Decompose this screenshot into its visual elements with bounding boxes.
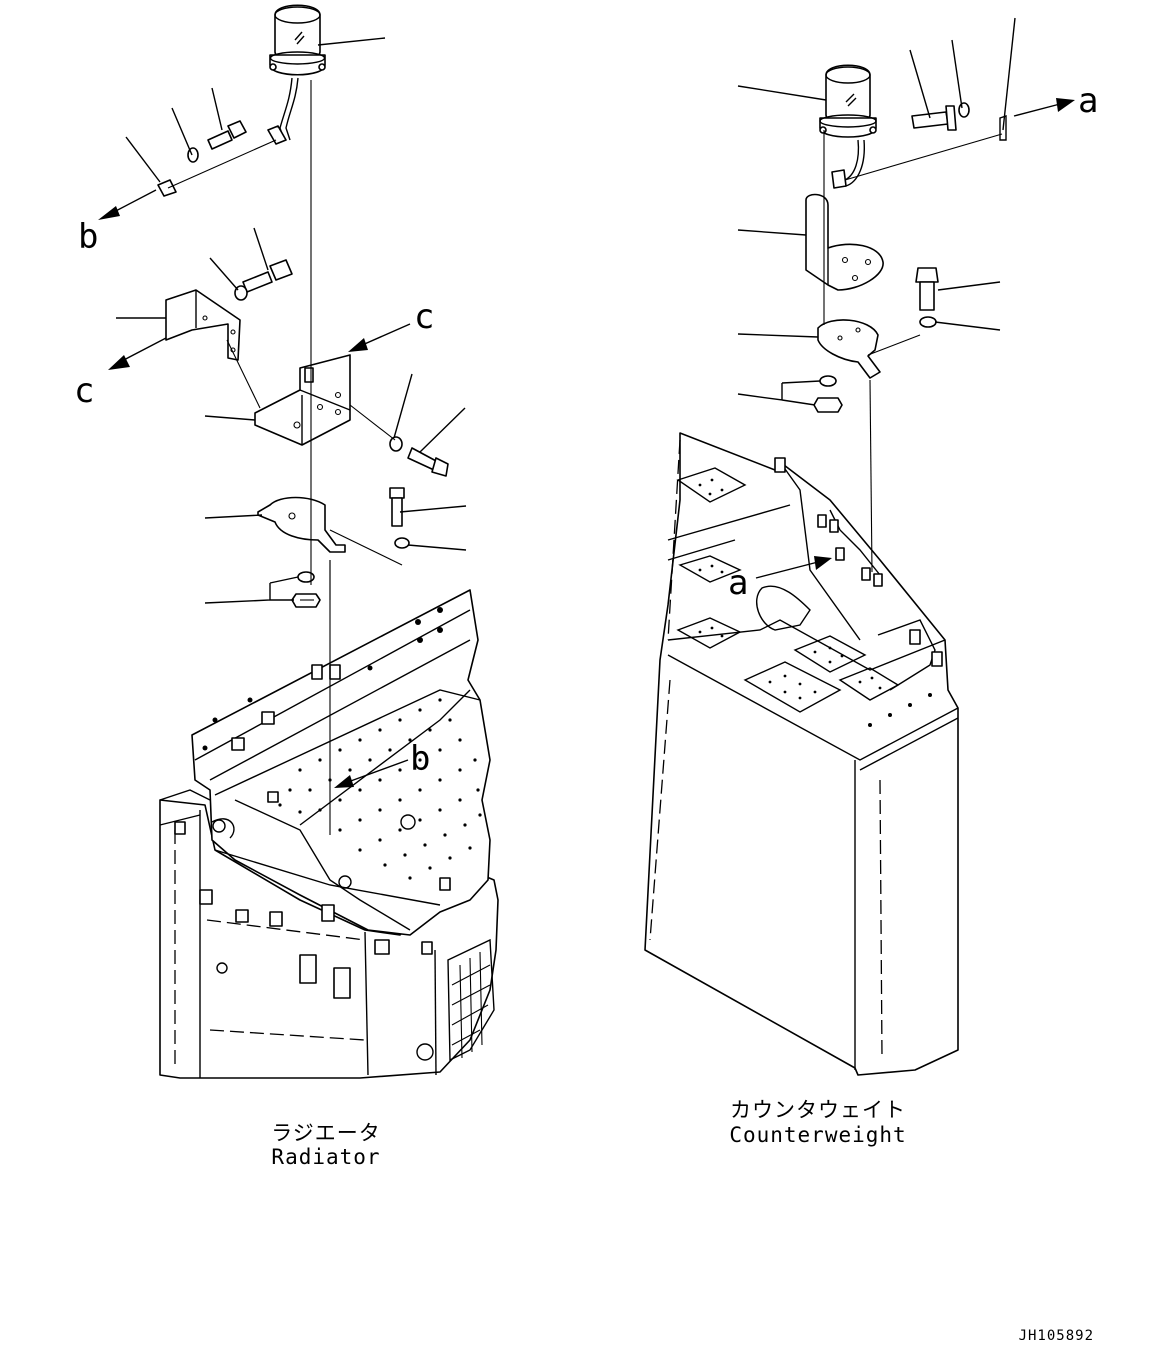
callout-arrow-b-body — [334, 759, 409, 788]
rotating-beacon-lamp-counterweight — [819, 64, 877, 189]
caption-counterweight-jp: カウンタウェイト — [730, 1098, 906, 1122]
drawing-number: JH105892 — [1019, 1328, 1094, 1344]
callout-letter-c-lower: c — [74, 371, 94, 411]
caption-radiator-jp: ラジエータ — [271, 1121, 381, 1145]
counterweight-panels — [676, 467, 932, 727]
callout-arrow-c-lower — [108, 337, 167, 370]
callout-letter-a-top: a — [1078, 81, 1098, 121]
mounting-hardware-counterweight — [805, 102, 1007, 573]
callout-letter-a-body: a — [728, 563, 748, 603]
rotating-beacon-lamp — [267, 4, 326, 145]
radiator-assembly: b c c b ラジエータ Radiator — [74, 4, 499, 1169]
callout-letter-c-upper: c — [414, 297, 434, 337]
perforated-panel — [278, 698, 482, 880]
callout-arrow-c-upper — [348, 323, 411, 352]
mounting-hardware — [157, 80, 449, 835]
callout-letter-b-body: b — [410, 739, 430, 779]
callout-arrow-a-body — [755, 556, 832, 579]
radiator-body — [159, 589, 499, 1079]
caption-counterweight-en: Counterweight — [729, 1123, 906, 1147]
leader-lines-right — [737, 17, 1016, 406]
callout-letter-b-top: b — [78, 217, 98, 257]
leader-lines-left — [116, 37, 467, 604]
callout-arrow-a-top — [1013, 98, 1075, 117]
callout-arrow-b-top — [98, 189, 157, 220]
counterweight-assembly: a a カウンタウェイト Counterweight — [644, 17, 1098, 1147]
counterweight-body — [644, 432, 959, 1076]
caption-radiator-en: Radiator — [271, 1145, 380, 1169]
